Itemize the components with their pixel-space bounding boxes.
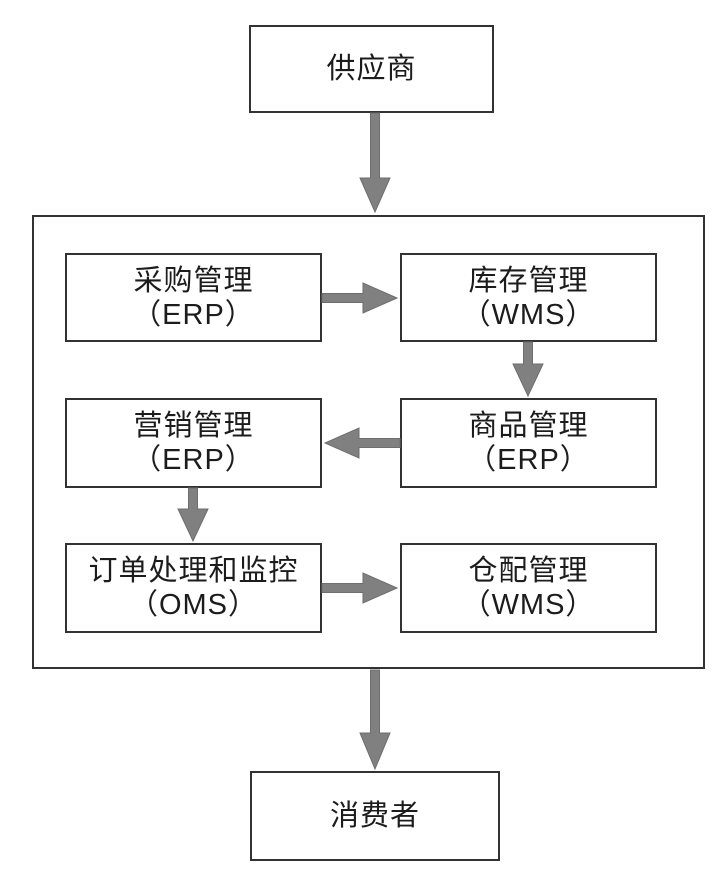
system-container-box (32, 215, 705, 669)
node-procurement: 采购管理 （ERP） (65, 253, 322, 342)
node-product-sublabel: （ERP） (467, 444, 590, 476)
node-warehouse-label: 仓配管理 (468, 555, 589, 587)
node-inventory: 库存管理 （WMS） (400, 253, 657, 342)
node-marketing: 营销管理 （ERP） (65, 398, 322, 488)
arrow-container-to-consumer-down-icon (359, 669, 391, 771)
node-inventory-sublabel: （WMS） (461, 298, 596, 331)
node-procurement-label: 采购管理 (133, 264, 254, 297)
node-product: 商品管理 （ERP） (400, 398, 657, 488)
arrow-supplier-to-container-down-icon (359, 112, 391, 214)
node-supplier: 供应商 (249, 25, 494, 113)
node-warehouse: 仓配管理 （WMS） (400, 543, 657, 633)
node-order-processing-sublabel: （OMS） (128, 589, 259, 621)
node-inventory-label: 库存管理 (468, 264, 589, 297)
node-marketing-label: 营销管理 (133, 410, 254, 442)
node-consumer-label: 消费者 (329, 800, 420, 832)
node-procurement-sublabel: （ERP） (132, 298, 255, 331)
node-consumer: 消费者 (250, 771, 500, 861)
node-product-label: 商品管理 (468, 410, 589, 442)
node-marketing-sublabel: （ERP） (132, 444, 255, 476)
node-order-processing-label: 订单处理和监控 (88, 555, 299, 587)
node-supplier-label: 供应商 (326, 53, 417, 85)
node-order-processing: 订单处理和监控 （OMS） (65, 543, 322, 633)
node-warehouse-sublabel: （WMS） (461, 589, 596, 621)
